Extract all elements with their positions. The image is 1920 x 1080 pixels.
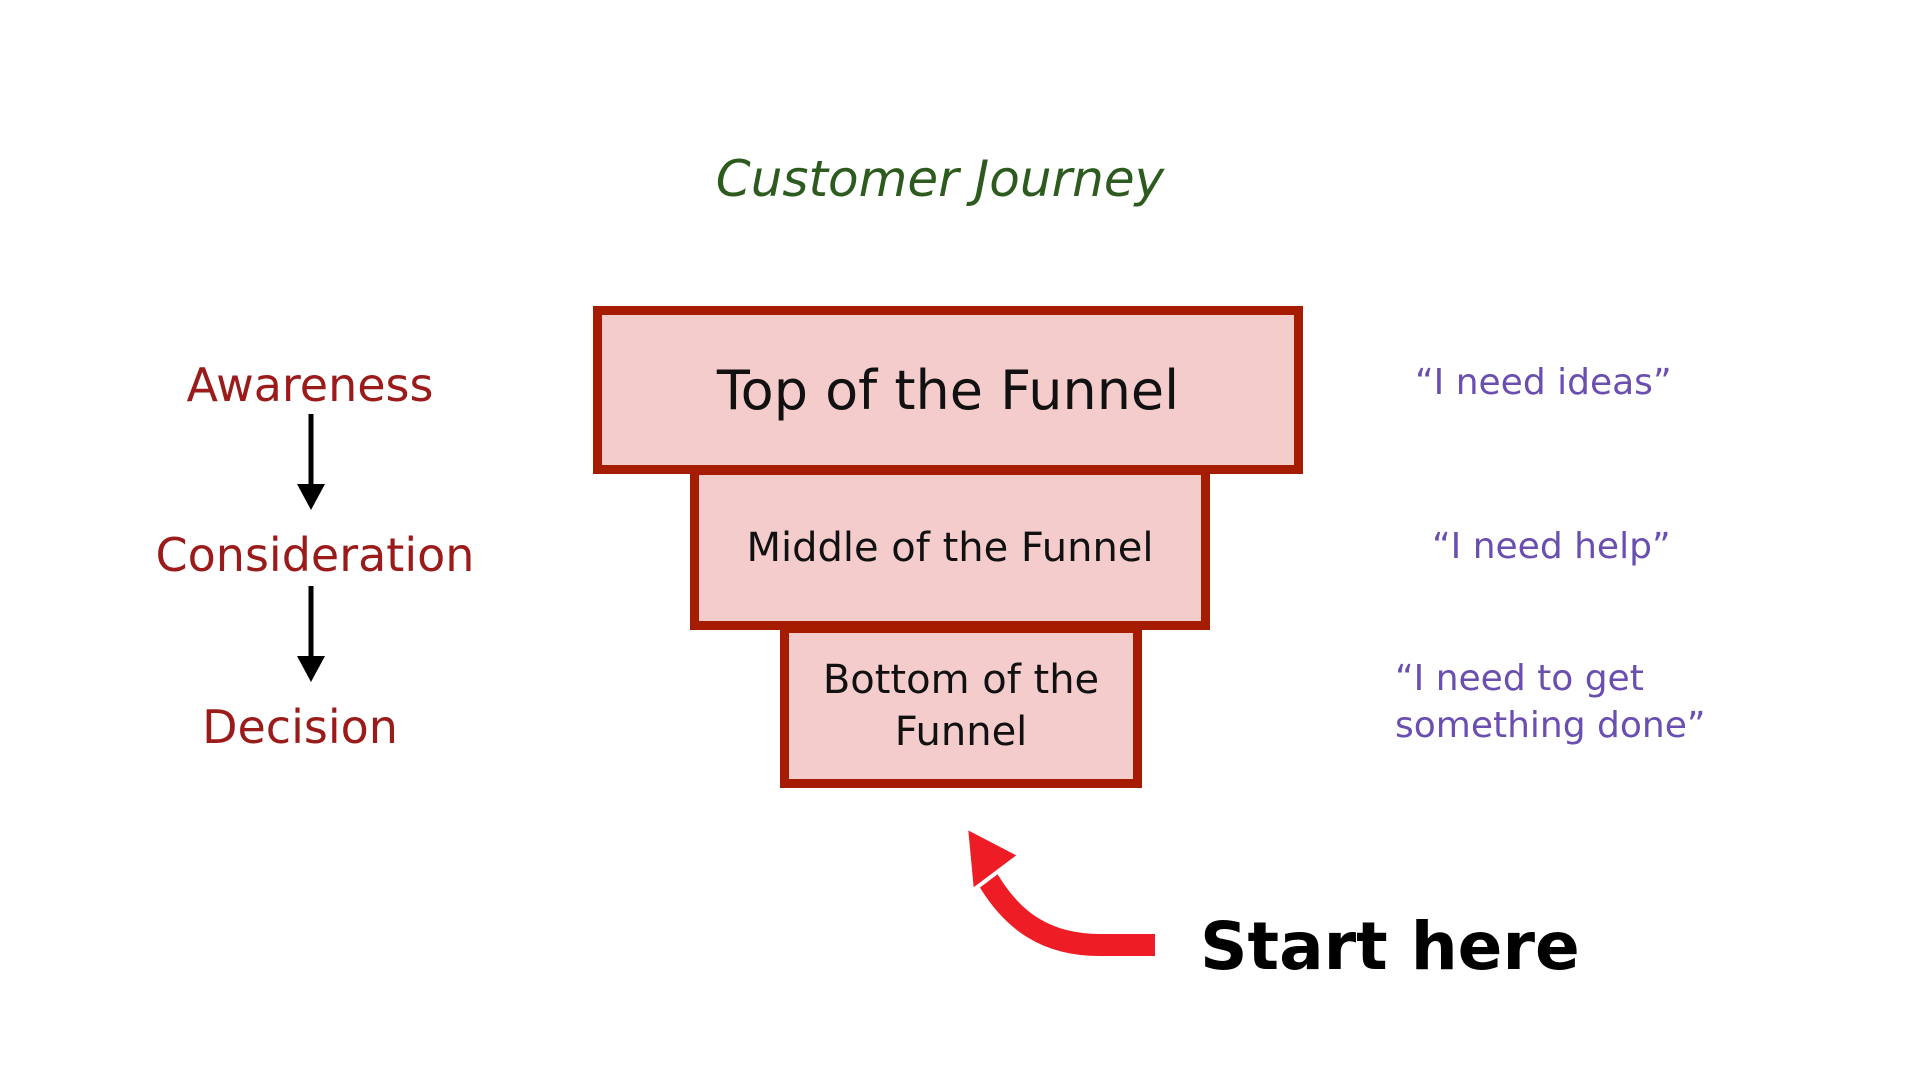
stage-label-consideration: Consideration <box>155 528 475 582</box>
quote-top: “I need ideas” <box>1415 362 1672 403</box>
quote-bottom: “I need to get something done” <box>1395 658 1706 746</box>
funnel-middle-label: Middle of the Funnel <box>746 525 1154 571</box>
funnel-top: Top of the Funnel <box>593 306 1303 474</box>
funnel-top-label: Top of the Funnel <box>716 358 1180 422</box>
arrow-down-icon <box>297 414 325 510</box>
start-here-label: Start here <box>1200 908 1580 985</box>
stage-label-awareness: Awareness <box>186 358 434 412</box>
funnel-middle: Middle of the Funnel <box>690 466 1210 630</box>
quote-middle: “I need help” <box>1432 526 1671 567</box>
arrow-down-icon <box>297 586 325 682</box>
funnel-bottom-label: Bottom of the Funnel <box>822 657 1100 755</box>
curved-arrow-icon <box>963 825 1170 962</box>
diagram-title: Customer Journey <box>715 150 1165 208</box>
funnel-bottom: Bottom of the Funnel <box>780 624 1142 788</box>
stage-label-decision: Decision <box>202 700 398 754</box>
